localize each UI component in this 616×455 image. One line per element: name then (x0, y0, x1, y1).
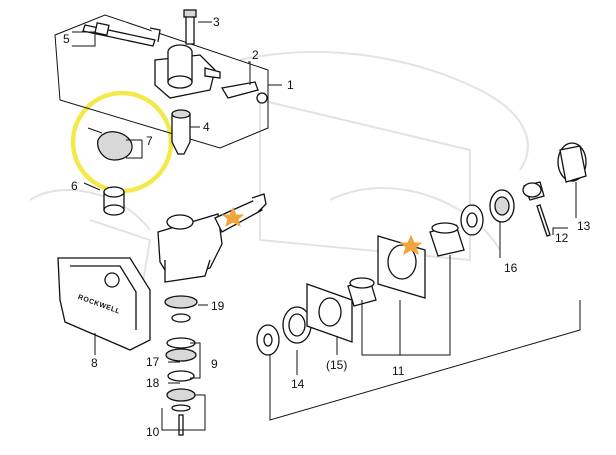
callout-13: 13 (577, 219, 591, 233)
callout-17: 17 (146, 355, 160, 369)
steering-knuckle (157, 193, 267, 283)
callout-15: (15) (326, 358, 347, 372)
part-7-plate (87, 127, 143, 161)
part-8-bracket: ROCKWELL (57, 257, 151, 355)
callout-labels: 1 2 3 4 5 6 7 8 9 10 11 12 13 14 (15) 16… (63, 15, 591, 439)
callout-8: 8 (91, 356, 98, 370)
top-housing-group (54, 9, 282, 149)
part-4-pin (171, 109, 200, 155)
watermark (29, 51, 529, 301)
callout-3: 3 (213, 15, 220, 29)
callout-6: 6 (71, 179, 78, 193)
callout-16: 16 (504, 261, 518, 275)
hub-assembly (256, 142, 587, 421)
lower-stack-group (161, 295, 208, 436)
callout-18: 18 (146, 376, 160, 390)
callout-2: 2 (252, 48, 259, 62)
callout-11: 11 (392, 364, 405, 378)
callout-9: 9 (211, 357, 218, 371)
callout-1: 1 (287, 78, 294, 92)
callout-14: 14 (291, 377, 305, 391)
star-icon (399, 234, 423, 256)
star-icon (221, 206, 245, 228)
callout-10: 10 (146, 425, 160, 439)
callout-12: 12 (555, 231, 569, 245)
callout-4: 4 (203, 120, 210, 134)
callout-19: 19 (211, 299, 225, 313)
callout-7: 7 (146, 134, 153, 148)
callout-5: 5 (63, 32, 70, 46)
part-6-bushing (83, 182, 125, 216)
